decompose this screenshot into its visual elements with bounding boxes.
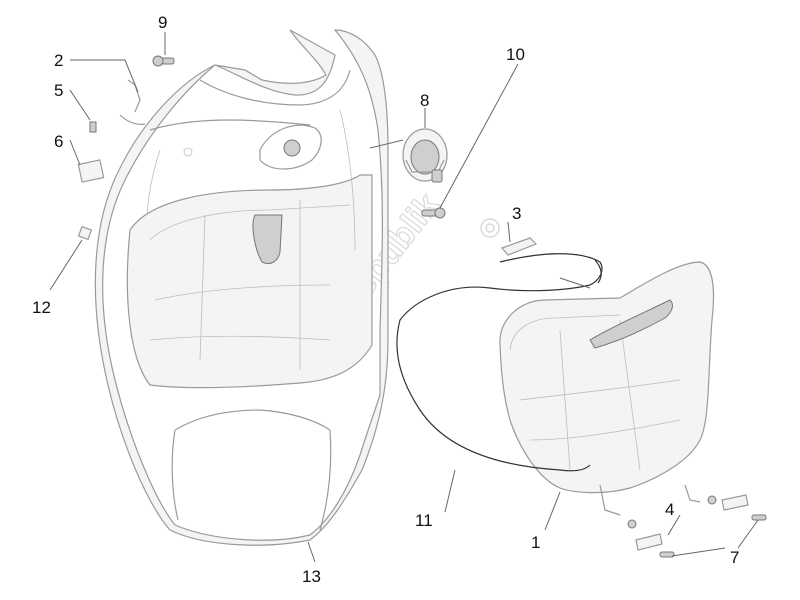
callout-7: 7 [730, 548, 739, 567]
callout-11: 11 [415, 511, 433, 530]
callout-4: 4 [665, 500, 674, 519]
callout-1: 1 [531, 533, 540, 552]
screw-part-10 [421, 207, 446, 219]
callout-9: 9 [158, 13, 167, 32]
bracket-part-2 [119, 79, 146, 125]
callout-3: 3 [512, 204, 521, 223]
callout-2: 2 [54, 51, 63, 70]
ignition-bezel-part-8 [402, 128, 448, 183]
plate-part-6 [77, 159, 105, 183]
screw-part-9 [152, 55, 175, 67]
tab-part-3 [500, 237, 538, 256]
clip-part-5 [89, 121, 97, 133]
gear-icon [480, 218, 500, 238]
bracket-part-4 [635, 494, 749, 551]
callout-5: 5 [54, 81, 63, 100]
clip-part-12 [77, 225, 93, 241]
gasket-inner-line [594, 259, 602, 284]
gasket-part-11 [396, 253, 603, 472]
callout-labels: 1 2 3 4 5 6 7 8 9 10 11 12 13 [32, 13, 739, 586]
screw-part-7 [659, 514, 767, 558]
leg-shield-part-13 [94, 29, 389, 546]
callout-12: 12 [32, 298, 51, 317]
callout-6: 6 [54, 132, 63, 151]
callout-8: 8 [420, 91, 429, 110]
callout-13: 13 [302, 567, 321, 586]
glove-box-part-1 [499, 261, 717, 529]
leader-lines [49, 32, 759, 563]
callout-10: 10 [506, 45, 525, 64]
